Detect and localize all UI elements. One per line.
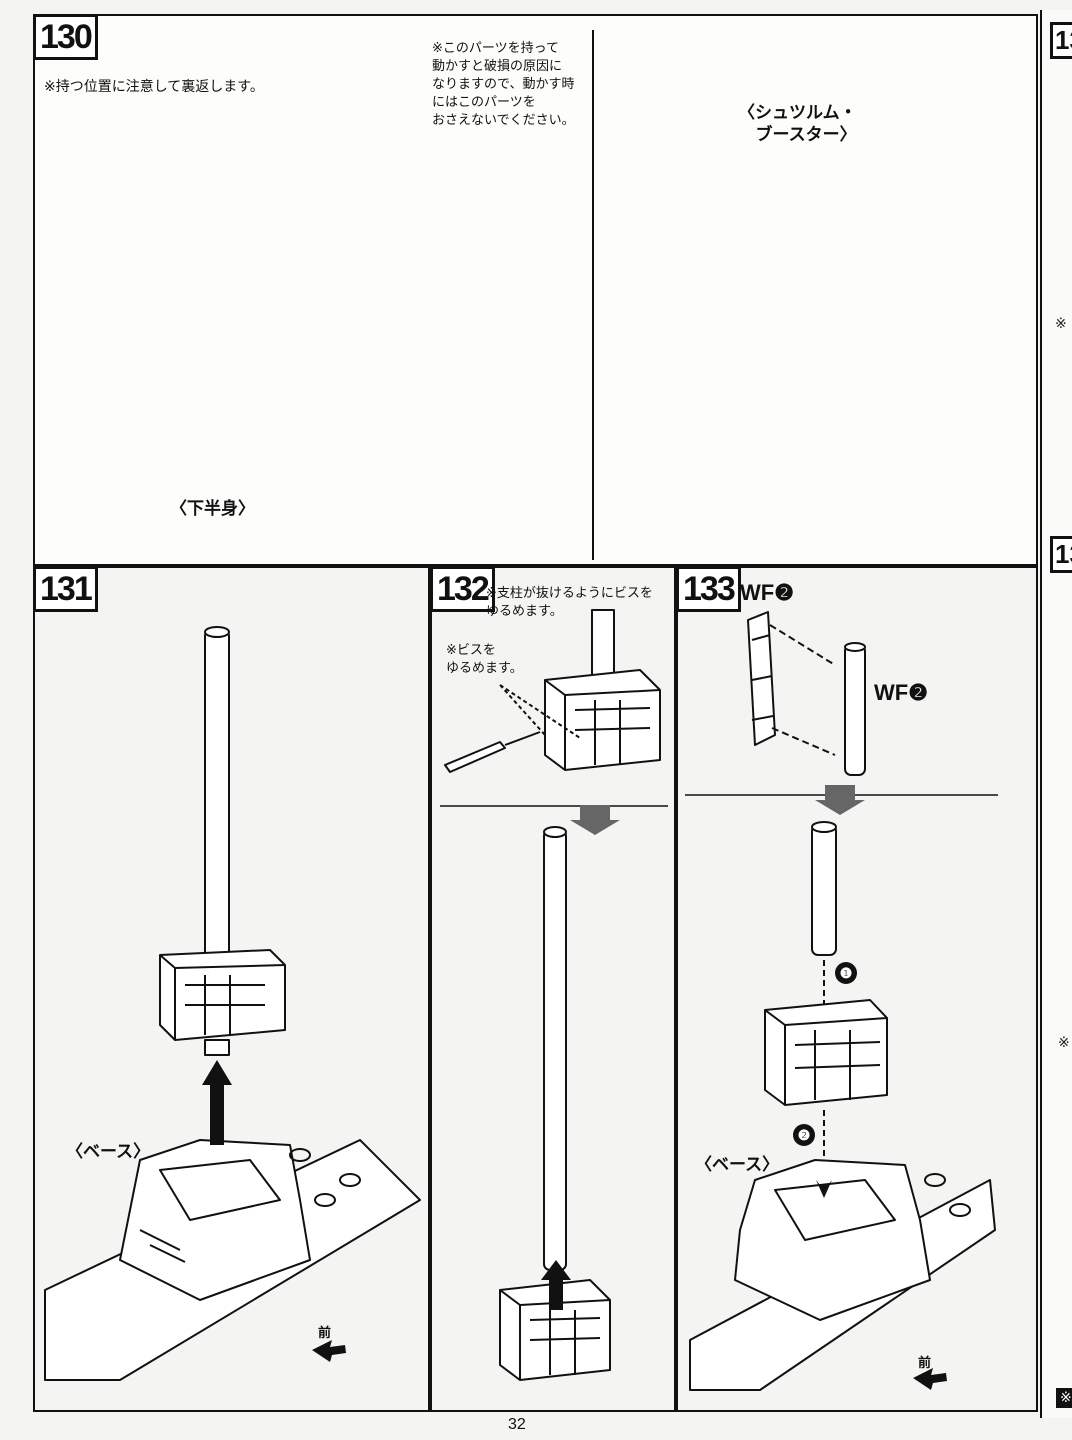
wf-part-illustration <box>747 611 866 776</box>
pole-block-base-illustration-133 <box>689 821 996 1391</box>
hold-position-note: ※持つ位置に注意して裏返します。 <box>44 79 264 95</box>
wf-part-label-pole: WF❷ <box>874 680 928 705</box>
booster-label: 〈シュツルム・ ブースター〉 <box>738 103 857 145</box>
step-number-133: 133 <box>676 566 741 612</box>
pole-detached-illustration <box>499 826 611 1381</box>
adjacent-note-b: ※ <box>1058 1035 1070 1051</box>
front-indicator-133: 前 <box>918 1356 932 1371</box>
step-130-panel <box>33 14 1038 566</box>
pole-and-base-illustration-131 <box>44 626 421 1381</box>
step-number-131: 131 <box>33 566 98 612</box>
step-132-panel <box>430 566 676 1412</box>
adjacent-step-b: 13 <box>1050 536 1072 573</box>
page-number: 32 <box>508 1416 526 1433</box>
adjacent-note-c: ※ <box>1056 1388 1072 1408</box>
screw-note: ※ビスを ゆるめます。 <box>446 643 523 676</box>
adjacent-step-a: 13 <box>1050 22 1072 59</box>
base-label-131: 〈ベース〉 <box>66 1142 151 1162</box>
adjacent-page-edge <box>1040 10 1072 1418</box>
step-marker-2: ❷ <box>793 1124 815 1146</box>
loosen-screw-note: ※支柱が抜けるようにビスを ゆるめます。 <box>486 586 653 619</box>
lower-body-label: 〈下半身〉 <box>170 499 255 519</box>
screw-loosen-illustration <box>444 609 661 773</box>
step-133-panel <box>676 566 1038 1412</box>
wf-part-label-top: WF❷ <box>740 580 794 605</box>
part-warning-note: ※このパーツを持って 動かすと破損の原因に なりますので、動かす時 にはこのパー… <box>432 41 575 128</box>
adjacent-note-a: ※ <box>1055 316 1067 332</box>
step-130-divider <box>592 30 594 560</box>
front-indicator-131: 前 <box>318 1326 332 1341</box>
step-marker-1: ❶ <box>835 962 857 984</box>
step-number-132: 132 <box>430 566 495 612</box>
step-131-panel <box>33 566 430 1412</box>
base-label-133: 〈ベース〉 <box>695 1155 780 1175</box>
step-number-130: 130 <box>33 14 98 60</box>
